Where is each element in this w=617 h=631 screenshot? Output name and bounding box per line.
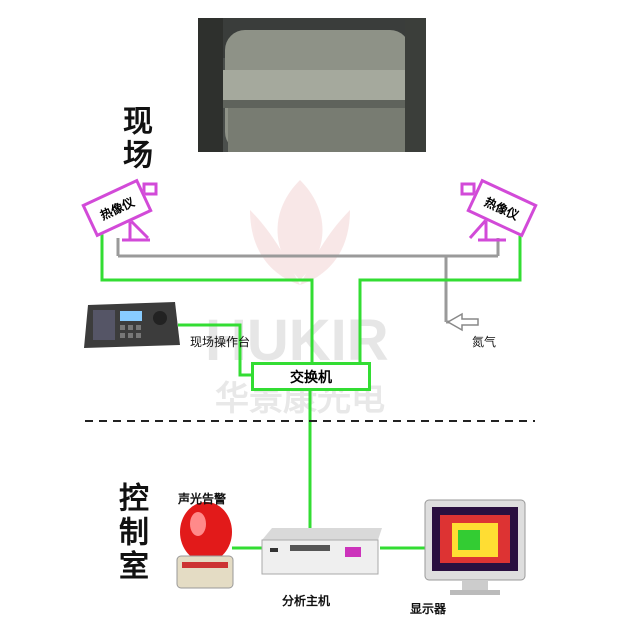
gas-label: 氮气: [472, 335, 497, 349]
console-image: [84, 302, 180, 348]
network-switch[interactable]: 交换机: [251, 362, 371, 391]
gas-arrow-icon: [446, 312, 479, 332]
host-image: [261, 528, 382, 575]
watermark-logo: [250, 180, 350, 285]
network-links: [100, 232, 522, 550]
alarm-light-icon: [176, 502, 234, 589]
host-label: 分析主机: [282, 594, 331, 608]
console-label: 现场操作台: [190, 335, 251, 349]
zone-control-label: 控制室: [113, 482, 148, 584]
switch-label: 交换机: [290, 369, 332, 386]
zone-field-label: 现场: [117, 105, 152, 173]
camera-mounts: [122, 182, 506, 242]
alarm-label: 声光告警: [178, 492, 227, 506]
ladle-photo: [198, 18, 426, 152]
camera-left-label: 热像仪: [97, 194, 137, 223]
camera-right-label: 热像仪: [482, 194, 522, 223]
display-label: 显示器: [410, 602, 447, 616]
monitor-image: [424, 499, 526, 595]
